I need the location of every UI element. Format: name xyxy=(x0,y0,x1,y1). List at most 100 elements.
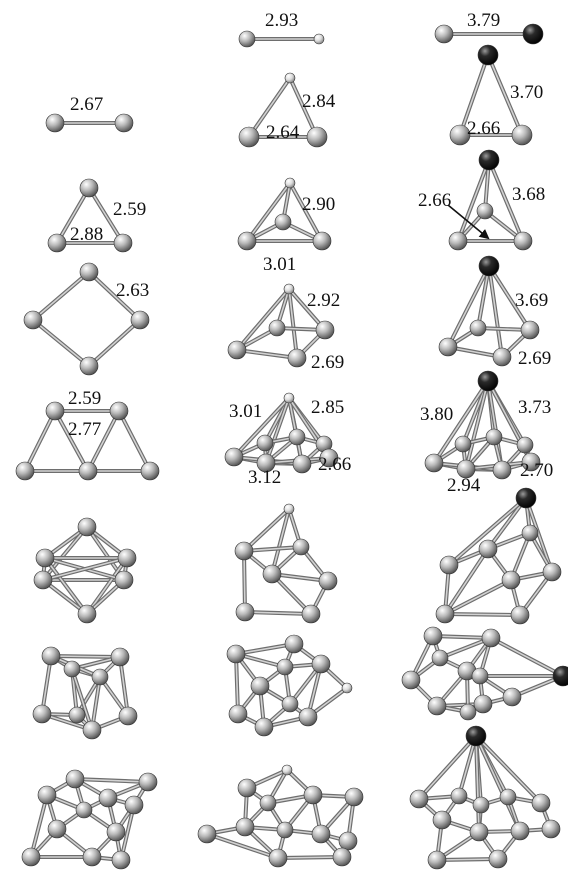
dopant-atom-small xyxy=(283,503,295,515)
host-atom xyxy=(541,819,561,839)
host-atom xyxy=(228,704,248,724)
bond-highlight xyxy=(118,410,151,472)
host-atom xyxy=(284,634,304,654)
host-atom xyxy=(23,310,43,330)
host-atom xyxy=(226,644,246,664)
host-atom xyxy=(292,454,312,474)
cluster-r2c3-atoms xyxy=(449,44,533,146)
bond-highlight xyxy=(487,54,523,136)
bond-highlight xyxy=(271,573,329,582)
host-atom xyxy=(276,658,294,676)
cluster-r8c1-atoms xyxy=(21,769,158,870)
host-atom xyxy=(311,824,331,844)
host-atom xyxy=(488,849,508,869)
host-atom xyxy=(438,337,458,357)
bond-highlight xyxy=(289,182,323,242)
bond-highlight xyxy=(271,573,312,615)
host-atom xyxy=(292,538,310,556)
bond-highlight xyxy=(42,557,128,581)
cluster-r7c2-atoms xyxy=(226,634,353,737)
bond-highlight xyxy=(32,271,90,321)
host-atom xyxy=(45,401,65,421)
host-atom xyxy=(315,320,335,340)
bond-highlight xyxy=(487,497,527,550)
bond-length-label: 2.66 xyxy=(467,118,500,139)
host-atom xyxy=(117,548,137,568)
host-atom xyxy=(450,787,468,805)
host-atom xyxy=(91,668,109,686)
host-atom xyxy=(138,772,158,792)
host-atom xyxy=(47,819,67,839)
bond-highlight xyxy=(448,497,527,566)
cluster-r5c3-bonds xyxy=(432,379,533,472)
host-atom xyxy=(520,320,540,340)
cluster-r5c3-atoms xyxy=(424,370,541,480)
cluster-r2c2-atoms xyxy=(238,72,328,148)
dopant-atom-small xyxy=(313,33,325,45)
host-atom xyxy=(106,822,126,842)
host-atom xyxy=(448,231,468,251)
host-atom xyxy=(37,785,57,805)
bond-length-label: 2.90 xyxy=(302,194,335,215)
cluster-r4c3-bonds xyxy=(446,264,532,359)
host-atom xyxy=(521,524,539,542)
bond-highlight xyxy=(235,653,239,715)
bond-highlight xyxy=(233,397,290,458)
host-atom xyxy=(344,787,364,807)
cluster-r7c1-atoms xyxy=(32,646,138,740)
host-atom xyxy=(33,570,53,590)
cluster-r5c1-atoms xyxy=(15,401,160,481)
host-atom xyxy=(471,667,489,685)
host-atom xyxy=(531,793,551,813)
bond-highlight xyxy=(243,550,246,613)
dopant-atom-small xyxy=(283,283,295,295)
host-atom xyxy=(114,113,134,133)
bond-highlight xyxy=(490,637,564,677)
host-atom xyxy=(47,233,67,253)
host-atom xyxy=(513,231,533,251)
cluster-r6c2-bonds xyxy=(242,507,330,616)
bond-length-label: 2.77 xyxy=(68,419,101,440)
cluster-r3c1-atoms xyxy=(47,178,133,253)
bond-highlight xyxy=(488,265,531,331)
cluster-r6c3-atoms xyxy=(435,487,562,625)
bond-length-label: 3.79 xyxy=(467,10,500,31)
bond-highlight xyxy=(444,579,512,615)
host-atom xyxy=(227,340,247,360)
bond-highlight xyxy=(24,410,56,472)
host-atom xyxy=(15,461,35,481)
host-atom xyxy=(75,801,93,819)
bond-highlight xyxy=(119,656,129,717)
host-atom xyxy=(41,646,61,666)
bond-highlight xyxy=(74,778,149,783)
host-atom xyxy=(276,821,294,839)
bond-highlight xyxy=(243,508,290,552)
host-atom xyxy=(250,676,270,696)
bond-length-label: 2.92 xyxy=(307,290,340,311)
bond-length-label: 2.66 xyxy=(318,454,351,475)
host-atom xyxy=(68,706,86,724)
bond-highlight xyxy=(42,526,88,581)
bond-length-label: 2.93 xyxy=(265,10,298,31)
host-atom xyxy=(35,548,55,568)
host-atom xyxy=(502,687,522,707)
bond-length-label: 3.80 xyxy=(420,404,453,425)
host-atom xyxy=(431,649,449,667)
bond-length-label: 2.94 xyxy=(447,475,481,496)
host-atom xyxy=(79,262,99,282)
bond-highlight xyxy=(447,265,490,348)
bond-length-label: 2.69 xyxy=(311,352,344,373)
host-atom xyxy=(485,428,503,446)
host-atom xyxy=(140,461,160,481)
bond-highlight xyxy=(459,54,489,136)
cluster-r3c1-bonds xyxy=(55,186,125,245)
bond-highlight xyxy=(432,635,492,639)
host-atom xyxy=(288,428,306,446)
host-atom xyxy=(79,178,99,198)
bond-highlight xyxy=(243,546,302,552)
host-atom xyxy=(197,824,217,844)
host-atom xyxy=(287,348,307,368)
cluster-r8c3-atoms xyxy=(409,725,561,870)
bond-highlight xyxy=(44,557,88,615)
